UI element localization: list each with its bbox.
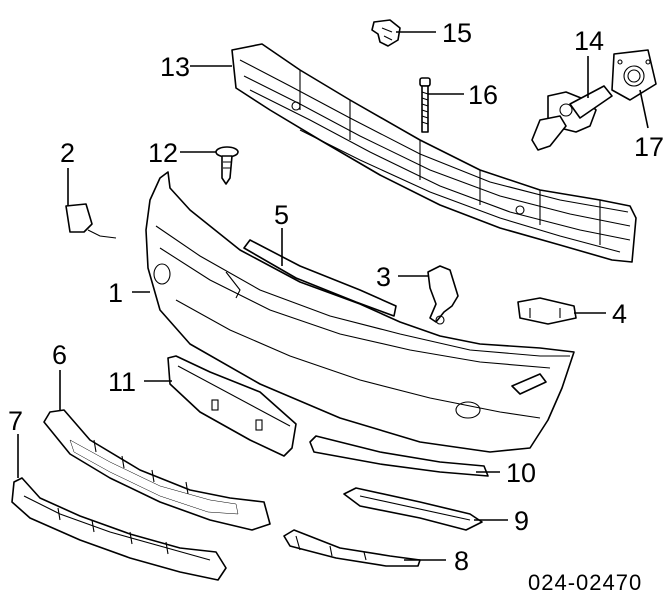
part-10-lower-trim: [309, 435, 489, 477]
part-1-bumper-cover: [145, 171, 575, 453]
callout-5: 5: [274, 200, 289, 230]
part-11-license-plate-base: [167, 355, 297, 457]
callout-12: 12: [148, 138, 178, 168]
callout-7: 7: [8, 406, 23, 436]
callout-15: 15: [442, 18, 472, 48]
part-12-push-clip: [215, 146, 239, 185]
part-16-stud-bolt: [419, 77, 431, 133]
callout-10: 10: [506, 458, 536, 488]
part-17-gasket: [611, 49, 657, 101]
callout-6: 6: [52, 340, 67, 370]
callout-labels: 1 2 3 4 5 6 7 8 9 10 11 12 13 14 15 16 1…: [8, 18, 664, 576]
leader-lines: [17, 31, 649, 561]
callout-2: 2: [60, 138, 75, 168]
part-3-bracket: [427, 265, 459, 325]
callout-3: 3: [376, 262, 391, 292]
part-2-bracket: [65, 203, 117, 239]
part-4-clip: [517, 297, 577, 325]
callout-16: 16: [468, 80, 498, 110]
callout-1: 1: [108, 278, 123, 308]
callout-17: 17: [634, 132, 664, 162]
part-6-grille-carrier: [43, 409, 271, 531]
part-8-lower-spoiler: [283, 529, 421, 567]
callout-11: 11: [108, 367, 136, 397]
reference-code: 024-02470: [528, 570, 642, 595]
part-9-air-deflector: [343, 487, 483, 531]
callout-9: 9: [514, 506, 529, 536]
callout-8: 8: [454, 546, 469, 576]
part-13-bumper-reinforcement: [231, 43, 637, 263]
part-14-tow-eye-bracket: [531, 85, 613, 151]
callout-13: 13: [160, 52, 190, 82]
part-15-clip: [371, 19, 401, 47]
callout-14: 14: [574, 26, 604, 56]
part-7-lower-carrier: [11, 477, 227, 581]
leader-17: [639, 89, 649, 129]
callout-4: 4: [612, 299, 627, 329]
